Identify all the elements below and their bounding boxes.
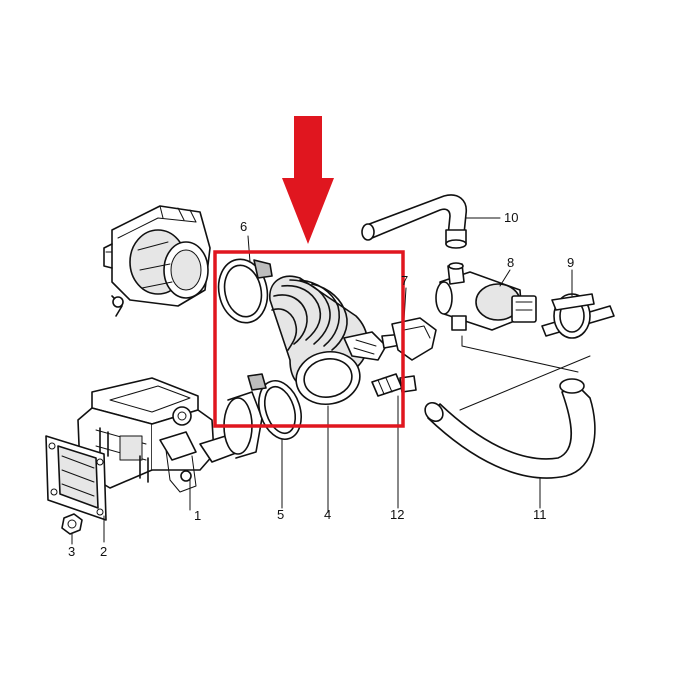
- part-number-2: 2: [100, 544, 107, 559]
- part-number-6: 6: [240, 219, 247, 234]
- valve-bracket-part: [541, 293, 615, 339]
- part-number-12: 12: [390, 507, 404, 522]
- part-number-10: 10: [504, 210, 518, 225]
- leader-line-6: [247, 235, 251, 263]
- part-number-1: 1: [194, 508, 201, 523]
- part-number-9: 9: [567, 255, 574, 270]
- part-number-3: 3: [68, 544, 75, 559]
- highlight-arrow: [282, 116, 334, 244]
- throttle-body-part: [103, 205, 211, 317]
- part-number-4: 4: [324, 507, 331, 522]
- part-number-11: 11: [533, 507, 547, 522]
- part-number-7: 7: [401, 273, 408, 288]
- breather-pipe-part: [361, 194, 468, 249]
- gasket-plate-part: [45, 435, 107, 521]
- hose-part: [424, 355, 596, 479]
- leader-line-valve-hose: [461, 335, 579, 373]
- air-flow-meter-part: [77, 377, 263, 493]
- highlight-box: [213, 250, 405, 428]
- leader-lines: [71, 217, 579, 545]
- part-number-5: 5: [277, 507, 284, 522]
- part-number-8: 8: [507, 255, 514, 270]
- hose-clamp-part-6: [217, 258, 273, 324]
- idle-control-valve-part: [435, 262, 537, 331]
- nut-part: [61, 513, 83, 535]
- leader-line-8: [499, 269, 511, 287]
